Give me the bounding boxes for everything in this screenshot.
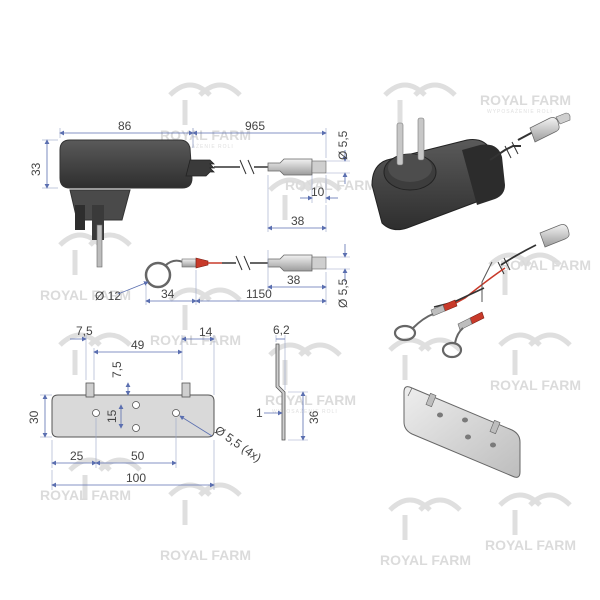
dim-label: 50 [131,449,145,463]
mounting-plate-front-view [51,382,215,438]
dim-label: Ø 5,5 [336,278,350,308]
dimension-plate-tab-height: 7,5 [110,361,131,396]
dimension-plug-diameter-bottom: Ø 5,5 [326,244,350,308]
watermark-logo: ROYAL FARM [485,492,576,553]
watermark-text: ROYAL FARM [40,487,131,503]
dimension-plate-hole-pitch-v: 15 [105,404,124,429]
dimension-plug-tip: 10 [300,175,338,203]
cable-3d-view [393,224,570,359]
watermark-text: ROYAL FARM [380,552,471,568]
adapter-side-view [59,139,327,268]
mounting-plate-3d-view [403,386,521,478]
dimension-plate-length: 100 [51,440,215,490]
dim-label: 30 [27,410,41,424]
dim-label: 34 [161,287,175,301]
mounting-plate-side-view [275,343,286,441]
dimension-plate-side-offset: 6,2 [273,323,290,390]
watermark-text: ROYAL FARM [40,287,131,303]
watermark-text: ROYAL FARM [160,547,251,563]
dim-label: 10 [311,185,325,199]
dim-label: 33 [29,162,43,176]
dimension-plate-side-height: 36 [288,391,321,441]
dimension-plate-thickness: 1 [256,406,283,420]
watermark-logo: ROYAL FARM [268,177,376,220]
dimension-plate-offset: 7,5 [70,324,93,380]
watermark-logo: ROYAL FARM [383,82,571,125]
dim-label: 36 [307,410,321,424]
dimension-cable-top: 965 [192,119,327,158]
watermark-logo: ROYAL FARM [488,252,591,295]
dim-label: 965 [245,119,265,133]
watermark-text: ROYAL FARM [500,257,591,273]
dim-label: 7,5 [76,324,93,338]
dim-label: 86 [118,119,132,133]
watermark-text: ROYAL FARM [265,392,356,408]
dimension-plug-length-top: 38 [267,175,327,232]
watermark-text: ROYAL FARM [285,177,376,193]
dim-label: 7,5 [110,361,124,378]
dimension-plug-length-bottom: 38 [267,250,327,292]
watermark-tagline: WYPOSAŻENIE ROLI [168,143,234,150]
dim-label: Ø 5,5 (4x) [212,423,264,465]
dim-label: 1 [256,406,263,420]
watermark-tagline: WYPOSAŻENIE ROLI [487,108,553,115]
dimension-plug-diameter-top: Ø 5,5 [326,130,350,184]
dim-label: 6,2 [273,323,290,337]
dim-label: 100 [126,471,146,485]
adapter-3d-view [371,112,571,231]
watermark-logo: ROYAL FARM [380,497,471,568]
watermark-logo: ROYAL FARM [40,232,132,303]
watermark-logo [388,337,462,380]
watermark-logo: ROYAL FARM [160,82,251,143]
dimension-plate-hole-pitch-h: 25 50 [51,418,177,468]
watermark-text: ROYAL FARM [490,377,581,393]
watermark-logo: ROYAL FARM [160,482,251,563]
dimension-adapter-height: 33 [29,139,58,189]
watermark-text: ROYAL FARM [480,92,571,108]
dim-label: 14 [199,325,213,339]
dim-label: 25 [70,449,84,463]
watermark-logo: ROYAL FARM [490,332,581,393]
dim-label: 1150 [246,287,272,301]
dim-label: 38 [291,214,305,228]
watermark-logo: ROYAL FARM [40,457,142,503]
dimension-plate-tab: 14 [181,325,215,395]
watermark-text: ROYAL FARM [485,537,576,553]
cable-ring-terminal-view [144,254,327,289]
dim-label: Ø 5,5 [336,130,350,160]
watermark-text: ROYAL FARM [150,332,241,348]
dim-label: 38 [287,273,301,287]
dim-label: 15 [105,409,119,423]
dim-label: 49 [131,338,145,352]
dimension-plate-height: 30 [27,394,52,438]
dimension-plate-slot-span: 49 [93,338,183,380]
watermark-logo [58,332,132,375]
dim-ring-diameter: Ø 12 [95,289,121,303]
dimension-ring-lead: 34 [145,270,197,305]
